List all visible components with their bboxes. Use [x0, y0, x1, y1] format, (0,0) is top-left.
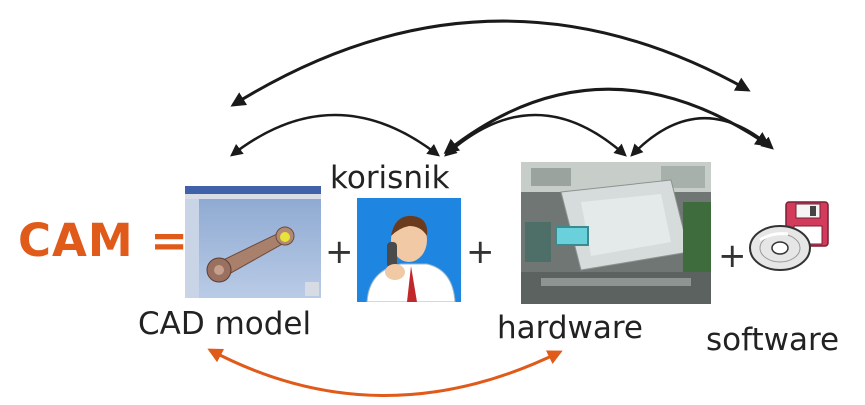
cnc-machine-photo	[521, 162, 711, 304]
cd-and-floppy-disk-icon	[749, 201, 829, 271]
plus-sign-3: +	[718, 236, 747, 276]
plus-sign-2: +	[466, 232, 495, 272]
hardware-label: hardware	[497, 310, 644, 346]
arrow-cad-hardware	[207, 348, 563, 397]
person-on-phone-icon	[357, 198, 461, 302]
korisnik-label: korisnik	[330, 160, 450, 196]
plus-sign-1: +	[325, 232, 354, 272]
cam-equals-label: CAM =	[18, 214, 190, 267]
cad-model-screenshot	[185, 186, 321, 298]
arrow-korisnik-hardware	[444, 113, 627, 157]
software-label: software	[706, 322, 840, 358]
cad-model-label: CAD model	[138, 306, 312, 342]
arrow-cad-software	[230, 19, 751, 107]
arrow-hardware-software	[630, 117, 774, 157]
arrow-korisnik-software	[443, 87, 771, 154]
arrow-cad-korisnik	[230, 113, 440, 157]
